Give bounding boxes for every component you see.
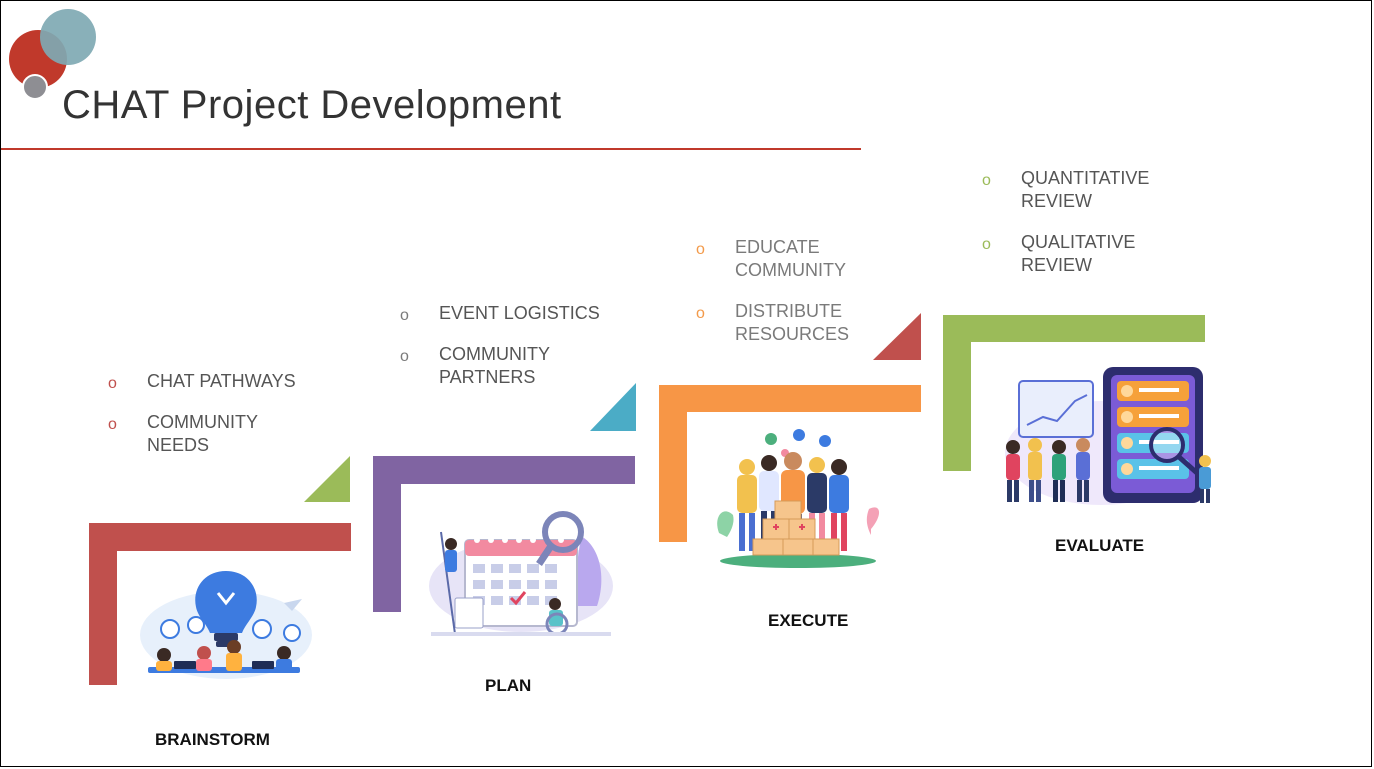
execute-corner-triangle bbox=[873, 313, 921, 360]
brainstorm-label: BRAINSTORM bbox=[155, 730, 270, 749]
bullet-marker: o bbox=[400, 307, 409, 324]
lightbulb-team-illustration bbox=[140, 571, 312, 679]
slide-title: CHAT Project Development bbox=[62, 83, 562, 127]
plan-step-bracket bbox=[373, 456, 635, 612]
evaluate-label: EVALUATE bbox=[1055, 536, 1145, 555]
volunteers-boxes-illustration bbox=[717, 429, 880, 568]
bullet-marker: o bbox=[696, 241, 705, 258]
calendar-planning-illustration bbox=[429, 511, 613, 636]
plan-corner-triangle bbox=[590, 383, 636, 431]
review-ratings-illustration bbox=[1005, 367, 1211, 505]
plan-label: PLAN bbox=[485, 676, 532, 695]
execute-label: EXECUTE bbox=[768, 611, 849, 630]
brainstorm-corner-triangle bbox=[304, 456, 350, 502]
decor-circle-teal bbox=[40, 9, 96, 65]
brainstorm-step-bracket bbox=[89, 523, 351, 685]
bullet-marker: o bbox=[982, 172, 991, 189]
bullet-marker: o bbox=[400, 348, 409, 365]
bullet-marker: o bbox=[108, 375, 117, 392]
title-underline bbox=[1, 148, 861, 150]
bullet-marker: o bbox=[696, 305, 705, 322]
bullet-marker: o bbox=[108, 416, 117, 433]
decor-circle-gray bbox=[22, 74, 48, 100]
evaluate-step-bracket bbox=[943, 315, 1205, 471]
bullet-marker: o bbox=[982, 236, 991, 253]
execute-step-bracket bbox=[659, 385, 921, 542]
